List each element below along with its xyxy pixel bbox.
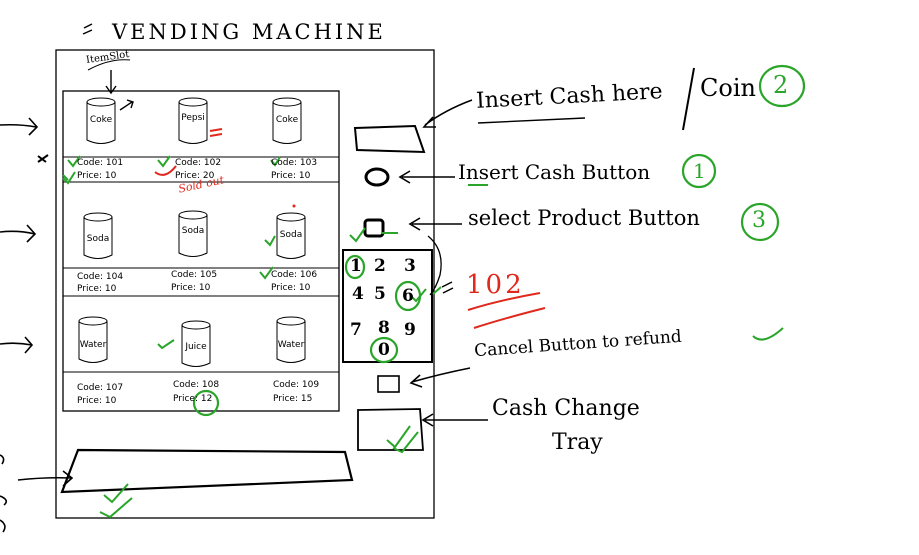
- product-price: Price: 15: [273, 394, 313, 404]
- step-circle: [740, 202, 780, 242]
- product-code: Code: 109: [273, 380, 320, 390]
- key-5[interactable]: 5: [374, 284, 386, 304]
- key-circle: [394, 280, 422, 312]
- key-6[interactable]: 6: [402, 286, 414, 306]
- product-slot[interactable]: Soda: [273, 212, 309, 264]
- product-code: Code: 106: [271, 270, 318, 280]
- step-circle: [758, 64, 806, 108]
- can-icon: [83, 212, 113, 259]
- product-name: Pepsi: [181, 113, 205, 123]
- key-circle: [344, 254, 366, 280]
- select-product-button[interactable]: [364, 218, 386, 238]
- product-code: Code: 102: [175, 158, 222, 168]
- product-row-2: Soda Soda Soda Code: 104 Price: 10 Code:…: [63, 200, 339, 296]
- product-slot[interactable]: Soda: [175, 210, 211, 262]
- product-name: Soda: [279, 230, 303, 240]
- product-slot[interactable]: Water: [273, 316, 309, 368]
- key-8[interactable]: 8: [378, 318, 390, 338]
- annotation-tray: Tray: [552, 430, 603, 455]
- cash-slot: [353, 124, 426, 154]
- machine-body: [55, 49, 435, 519]
- key-2[interactable]: 2: [374, 256, 386, 276]
- cancel-button[interactable]: [378, 376, 399, 392]
- price-circle: [192, 389, 220, 417]
- can-icon: [276, 316, 306, 363]
- product-code: Code: 103: [271, 158, 318, 168]
- key-4[interactable]: 4: [352, 284, 364, 304]
- can-icon: [181, 320, 211, 367]
- can-icon: [178, 97, 208, 144]
- product-slot[interactable]: Water: [75, 316, 111, 368]
- cancel-button-shape: [377, 375, 400, 393]
- annotation-coin: Coin: [700, 74, 756, 102]
- change-tray: [357, 408, 424, 451]
- product-price: Price: 10: [271, 283, 311, 293]
- change-tray-area[interactable]: [358, 409, 423, 450]
- product-row-3: Water Juice Water Code: 107 Price: 10 Co…: [63, 310, 339, 410]
- key-3[interactable]: 3: [404, 256, 416, 276]
- product-code: Code: 105: [171, 270, 218, 280]
- product-code: Code: 101: [77, 158, 124, 168]
- can-icon: [78, 316, 108, 363]
- product-slot[interactable]: Pepsi: [175, 97, 211, 149]
- product-code: Code: 104: [77, 272, 124, 282]
- product-slot[interactable]: Coke: [269, 97, 305, 149]
- annotation-cash-change: Cash Change: [492, 396, 640, 421]
- insert-cash-button-shape: [364, 167, 390, 187]
- annotation-select-product: select Product Button: [468, 206, 700, 230]
- product-name: Soda: [181, 226, 205, 236]
- machine-title: VENDING MACHINE: [112, 20, 386, 44]
- step-circle: [681, 153, 717, 189]
- can-icon: [276, 212, 306, 259]
- step-number-3: 3: [752, 208, 766, 233]
- key-1[interactable]: 1: [350, 256, 362, 276]
- can-icon: [272, 97, 302, 144]
- product-name: Juice: [185, 342, 207, 352]
- product-name: Coke: [275, 115, 299, 125]
- product-price: Price: 10: [77, 396, 117, 406]
- product-code: Code: 108: [173, 380, 220, 390]
- product-price: Price: 20: [175, 171, 215, 181]
- product-slot[interactable]: Juice: [178, 320, 214, 372]
- cash-slot-area[interactable]: [355, 126, 424, 152]
- product-name: Water: [79, 340, 107, 350]
- key-0[interactable]: 0: [378, 340, 390, 360]
- display-area: [62, 90, 340, 412]
- key-9[interactable]: 9: [404, 320, 416, 340]
- product-slot[interactable]: Coke: [83, 97, 119, 149]
- product-row-1: Coke Pepsi Coke Code: 101 Price: 10 Code…: [63, 91, 339, 182]
- step-number-2: 2: [773, 71, 789, 99]
- product-price: Price: 10: [77, 284, 117, 294]
- product-slot[interactable]: Soda: [80, 212, 116, 264]
- product-price: Price: 10: [271, 171, 311, 181]
- product-price: Price: 12: [173, 394, 213, 404]
- entered-code: 102: [466, 270, 525, 300]
- product-name: Coke: [89, 115, 113, 125]
- annotation-insert-cash-button: Insert Cash Button: [458, 160, 651, 184]
- step-number-1: 1: [693, 159, 706, 183]
- product-code: Code: 107: [77, 383, 124, 393]
- pickup-tray-area[interactable]: [70, 450, 350, 488]
- product-name: Soda: [86, 234, 110, 244]
- can-icon: [86, 97, 116, 144]
- key-circle: [369, 336, 399, 364]
- can-icon: [178, 210, 208, 257]
- product-name: Water: [277, 340, 305, 350]
- keypad: 1 2 3 4 5 6 7 8 9 0: [343, 252, 432, 360]
- insert-cash-button[interactable]: [364, 167, 390, 187]
- product-price: Price: 10: [77, 171, 117, 181]
- key-7[interactable]: 7: [350, 320, 362, 340]
- product-price: Price: 10: [171, 283, 211, 293]
